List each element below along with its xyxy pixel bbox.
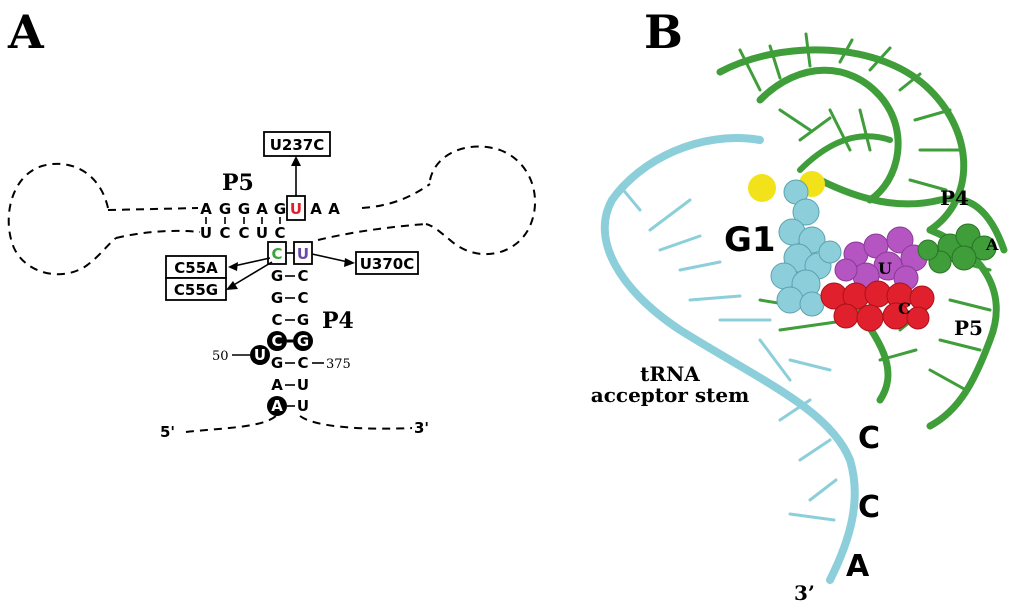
cca-a: A — [846, 549, 870, 584]
circled-g-nt: G — [297, 332, 309, 350]
stem-2-right: C — [297, 289, 308, 307]
left-loop — [7, 162, 117, 276]
panel-a-diagram — [7, 145, 537, 433]
top-nt-3: G — [238, 200, 250, 218]
circled-g — [293, 331, 313, 351]
u370-nt: U — [297, 245, 309, 263]
stem-2-left: G — [271, 289, 283, 307]
u237c-box — [263, 131, 331, 157]
stem-1-right: C — [297, 267, 308, 285]
top-strand-left-dash — [107, 207, 199, 211]
bottom-strand-left-dash — [115, 229, 201, 239]
number-375: 375 — [326, 357, 351, 372]
yellow-sphere-left — [748, 174, 776, 202]
five-prime-label: 5' — [160, 423, 175, 441]
u370c-arrowhead — [344, 258, 355, 267]
u237c-label: U237C — [270, 136, 325, 154]
p5-pair-ticks — [205, 217, 281, 224]
c-spheres — [820, 280, 935, 332]
top-nt-8: A — [328, 200, 340, 218]
three-prime-label-a: 3' — [414, 419, 429, 437]
three-prime-label-b: 3’ — [794, 581, 815, 605]
c55a-label: C55A — [174, 259, 218, 277]
pair-au-left: A — [271, 376, 283, 394]
c55a-arrow — [233, 257, 271, 267]
right-loop — [425, 145, 537, 256]
bottom-nt-1: U — [200, 224, 212, 242]
top-nt-u237: U — [290, 200, 302, 218]
bulge-u-nt: U — [254, 346, 266, 364]
cca-c1: C — [858, 421, 880, 456]
c55-nt: C — [271, 245, 282, 263]
top-nt-2: G — [219, 200, 231, 218]
bottom-pair-right: U — [297, 397, 309, 415]
stem-3-right: G — [297, 311, 309, 329]
u370c-arrow — [311, 253, 349, 263]
circled-c — [267, 331, 287, 351]
top-nt-4: A — [256, 200, 268, 218]
a-spheres — [917, 223, 997, 274]
circled-a-nt: A — [271, 397, 283, 415]
pair-au-right: U — [297, 376, 309, 394]
number-50: 50 — [212, 349, 229, 364]
p4-label-b: P4 — [940, 186, 969, 210]
bottom-nt-5: C — [274, 224, 285, 242]
bottom-nt-2: C — [219, 224, 230, 242]
bottom-nt-4: U — [256, 224, 268, 242]
c55a-arrowhead — [228, 262, 238, 271]
panel-a-label: A — [7, 5, 45, 59]
trna-label-line2: acceptor stem — [591, 383, 750, 407]
pair375-right: C — [297, 354, 308, 372]
a-nt-label: A — [985, 235, 999, 254]
stem-1-left: G — [271, 267, 283, 285]
c55g-arrow — [231, 261, 273, 287]
c-nt-label: C — [898, 299, 911, 318]
u370c-box — [355, 251, 419, 275]
top-nt-7: A — [310, 200, 322, 218]
p4-stem: G C G C C G — [271, 267, 309, 329]
top-nt-1: A — [200, 200, 212, 218]
p5-label-b: P5 — [954, 316, 983, 340]
bottom-nt-3: C — [238, 224, 249, 242]
stem-3-left: C — [271, 311, 282, 329]
top-strand-right-dash — [361, 183, 431, 209]
three-prime-dash — [299, 415, 413, 430]
top-strand: A G G A G U A A — [200, 195, 340, 221]
circled-a — [267, 396, 287, 416]
panel-b-label: B — [644, 5, 683, 59]
c55g-box — [165, 277, 227, 301]
g1-spheres — [770, 179, 842, 317]
circled-c-nt: C — [271, 332, 282, 350]
bottom-strand-right-dash — [317, 223, 427, 241]
cca-c2: C — [858, 490, 880, 525]
trna-structure — [600, 134, 859, 584]
p5-label-a: P5 — [222, 170, 254, 196]
g1-label: G1 — [724, 220, 776, 260]
c55g-label: C55G — [174, 281, 218, 299]
bulge-u — [250, 345, 270, 365]
u237c-arrowhead — [291, 156, 301, 166]
pair375-left: G — [271, 354, 283, 372]
trna-label-line1: tRNA — [640, 362, 700, 386]
p4-label-a: P4 — [322, 308, 354, 334]
bottom-strand: U C C U C — [200, 224, 286, 242]
u370c-label: U370C — [360, 255, 415, 273]
u-nt-label: U — [878, 259, 892, 278]
five-prime-dash — [185, 415, 277, 433]
c55g-arrowhead — [226, 281, 238, 290]
top-nt-5: G — [274, 200, 286, 218]
